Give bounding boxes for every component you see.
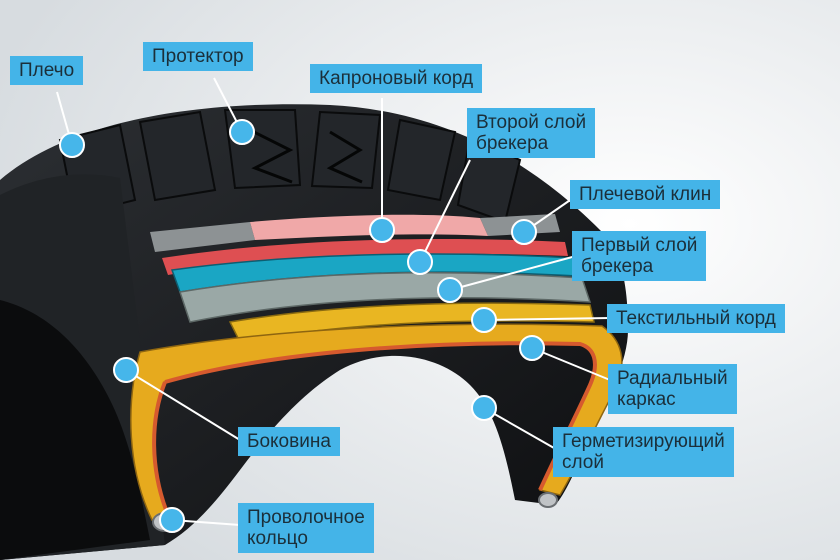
label-sidewall-text: Боковина (247, 431, 331, 452)
label-breaker2: Второй слой брекера (467, 108, 596, 158)
label-tread-text: Протектор (152, 46, 244, 67)
label-textile-cord: Текстильный корд (607, 304, 785, 333)
marker-breaker1 (437, 277, 463, 303)
label-textile-cord-text: Текстильный корд (616, 308, 776, 329)
marker-tread (229, 119, 255, 145)
inner-liner-layer (164, 341, 597, 491)
marker-shoulder-wedge (511, 219, 537, 245)
label-breaker1-line2: брекера (581, 256, 654, 277)
label-inner-liner: Герметизирующий слой (553, 427, 734, 477)
label-bead-wire-line2: кольцо (247, 528, 308, 549)
breaker1-layer (179, 271, 592, 323)
label-bead-wire-line1: Проволочное (247, 507, 365, 528)
sidewall-rim-shadow (0, 300, 150, 560)
label-carcass-line1: Радиальный (617, 368, 728, 389)
inner-liner-layer-left (152, 381, 170, 516)
marker-nylon-cord (369, 217, 395, 243)
marker-breaker2 (407, 249, 433, 275)
shoulder-wedge-layer (150, 222, 255, 252)
label-bead-wire: Проволочное кольцо (238, 503, 374, 553)
label-nylon-cord: Капроновый корд (310, 64, 483, 93)
marker-bead-wire (159, 507, 185, 533)
label-tread: Протектор (143, 42, 253, 71)
label-inner-liner-line2: слой (562, 452, 604, 473)
markers (59, 119, 545, 533)
label-inner-liner-line1: Герметизирующий (562, 431, 725, 452)
marker-sidewall (113, 357, 139, 383)
label-carcass-line2: каркас (617, 389, 676, 410)
tread-grooves (249, 128, 363, 184)
label-shoulder-wedge-text: Плечевой клин (579, 184, 712, 205)
bead-wire-right (538, 492, 558, 508)
label-sidewall: Боковина (238, 427, 340, 456)
label-breaker1: Первый слой брекера (572, 231, 707, 281)
marker-inner-liner (471, 395, 497, 421)
label-shoulder-text: Плечо (19, 60, 75, 81)
label-nylon-cord-text: Капроновый корд (319, 68, 474, 89)
label-shoulder-wedge: Плечевой клин (570, 180, 721, 209)
label-carcass: Радиальный каркас (608, 364, 737, 414)
label-shoulder: Плечо (10, 56, 84, 85)
label-breaker1-line1: Первый слой (581, 235, 698, 256)
marker-shoulder (59, 132, 85, 158)
label-breaker2-line2: брекера (476, 133, 549, 154)
marker-textile-cord (471, 307, 497, 333)
marker-carcass (519, 335, 545, 361)
red-strip-layer (162, 238, 568, 275)
nylon-cord-layer (250, 214, 488, 240)
label-breaker2-line1: Второй слой (476, 112, 587, 133)
